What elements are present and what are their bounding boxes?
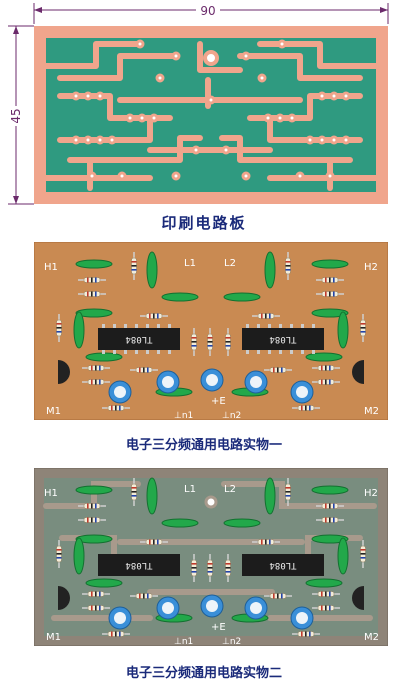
label-l1-2: L1 [184, 484, 196, 495]
label-ground-left-2: ⊥n1 [174, 637, 193, 646]
label-plus-e-2: +E [211, 622, 226, 633]
physical-2-caption: 电子三分频通用电路实物二 [125, 666, 282, 681]
label-ground-right: ⊥n2 [222, 411, 241, 420]
pcb-caption: 印刷电路板 [161, 214, 247, 232]
ic-right-2: TL084 [242, 554, 324, 576]
center-mounting-hole [203, 50, 219, 66]
label-m2-2: M2 [364, 632, 379, 643]
label-h1: H1 [44, 262, 58, 273]
label-m1-2: M1 [46, 632, 61, 643]
physical-board-2: TL084 TL084 H1 H2 L1 L2 M1 M2 +E ⊥n1 ⊥n2 [34, 468, 388, 646]
physical-1-caption: 电子三分频通用电路实物一 [125, 438, 282, 453]
label-l2: L2 [224, 258, 236, 269]
label-plus-e: +E [211, 396, 226, 407]
label-l2-2: L2 [224, 484, 236, 495]
ic-right: TL084 [242, 324, 324, 354]
label-h2: H2 [364, 262, 378, 273]
label-h1-2: H1 [44, 488, 58, 499]
ic-left-2-label: TL084 [125, 560, 152, 570]
ic-left: TL084 [98, 324, 180, 354]
ic-left-2: TL084 [98, 554, 180, 576]
label-h2-2: H2 [364, 488, 378, 499]
label-m1: M1 [46, 406, 61, 417]
width-dimension-label: 90 [200, 4, 215, 18]
pcb-panel: 90 45 [0, 0, 408, 210]
ic-right-2-label: TL084 [269, 560, 296, 570]
label-ground-right-2: ⊥n2 [222, 637, 241, 646]
ic-left-label: TL084 [125, 334, 152, 344]
ic-right-label: TL084 [269, 334, 296, 344]
label-m2: M2 [364, 406, 379, 417]
height-dimension-label: 45 [9, 108, 23, 123]
pcb-svg: 90 45 [8, 3, 389, 205]
physical-board-1: TL084 TL084 H1 H2 L1 L2 M1 M2 +E ⊥n1 ⊥n2 [34, 242, 388, 420]
label-l1: L1 [184, 258, 196, 269]
pcb-board [34, 26, 388, 204]
label-ground-left: ⊥n1 [174, 411, 193, 420]
